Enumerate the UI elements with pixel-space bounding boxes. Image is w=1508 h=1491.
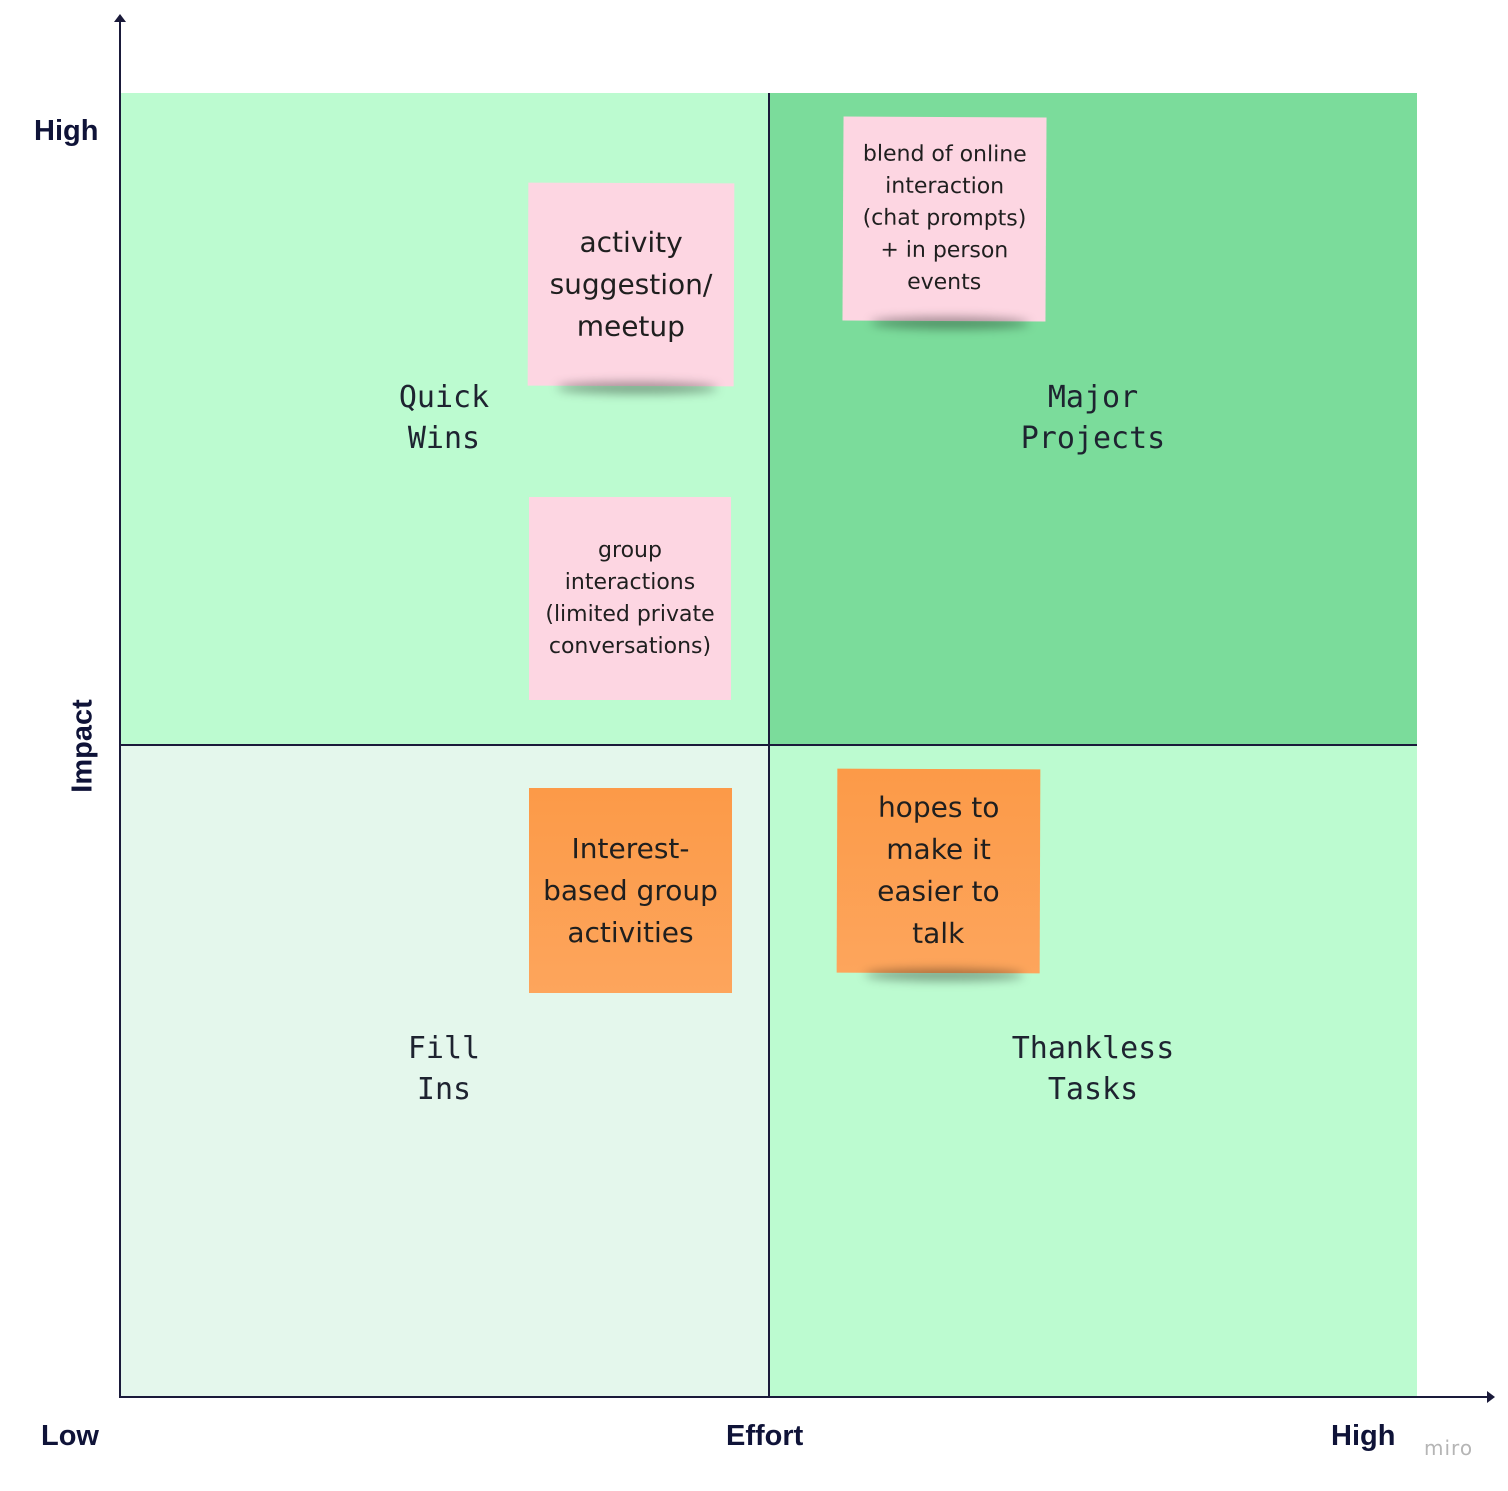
quadrant-title-thankless-tasks: Thankless Tasks [1011,1031,1175,1107]
y-axis-line [119,18,121,1398]
sticky-note[interactable]: hopes to make it easier to talk [836,768,1041,974]
x-axis-arrow-icon [1487,1391,1495,1403]
y-axis-title: Impact [66,699,99,793]
quadrant-title-quick-wins: Quick Wins [398,380,490,456]
horizontal-divider [120,744,1417,746]
x-axis-line [119,1396,1491,1398]
sticky-note[interactable]: blend of online interaction (chat prompt… [842,116,1047,322]
sticky-note-text: group interactions (limited private conv… [545,537,715,659]
sticky-note-text: hopes to make it easier to talk [877,790,1000,951]
x-axis-title: Effort [726,1420,804,1452]
miro-watermark: miro [1424,1436,1474,1460]
sticky-note-text: activity suggestion/ meetup [549,225,713,343]
sticky-note[interactable]: activity suggestion/ meetup [527,182,735,387]
quadrant-title-major-projects: Major Projects [1020,380,1166,456]
sticky-note-text: Interest-based group activities [543,831,718,949]
quadrant-title-fill-ins: Fill Ins [407,1031,481,1107]
y-axis-high-label: High [34,115,99,147]
x-axis-high-label: High [1331,1420,1396,1452]
sticky-note[interactable]: group interactions (limited private conv… [529,497,731,700]
sticky-note-text: blend of online interaction (chat prompt… [862,141,1027,296]
sticky-note[interactable]: Interest-based group activities [529,788,732,993]
y-axis-arrow-icon [114,14,126,22]
x-axis-low-label: Low [41,1420,99,1452]
